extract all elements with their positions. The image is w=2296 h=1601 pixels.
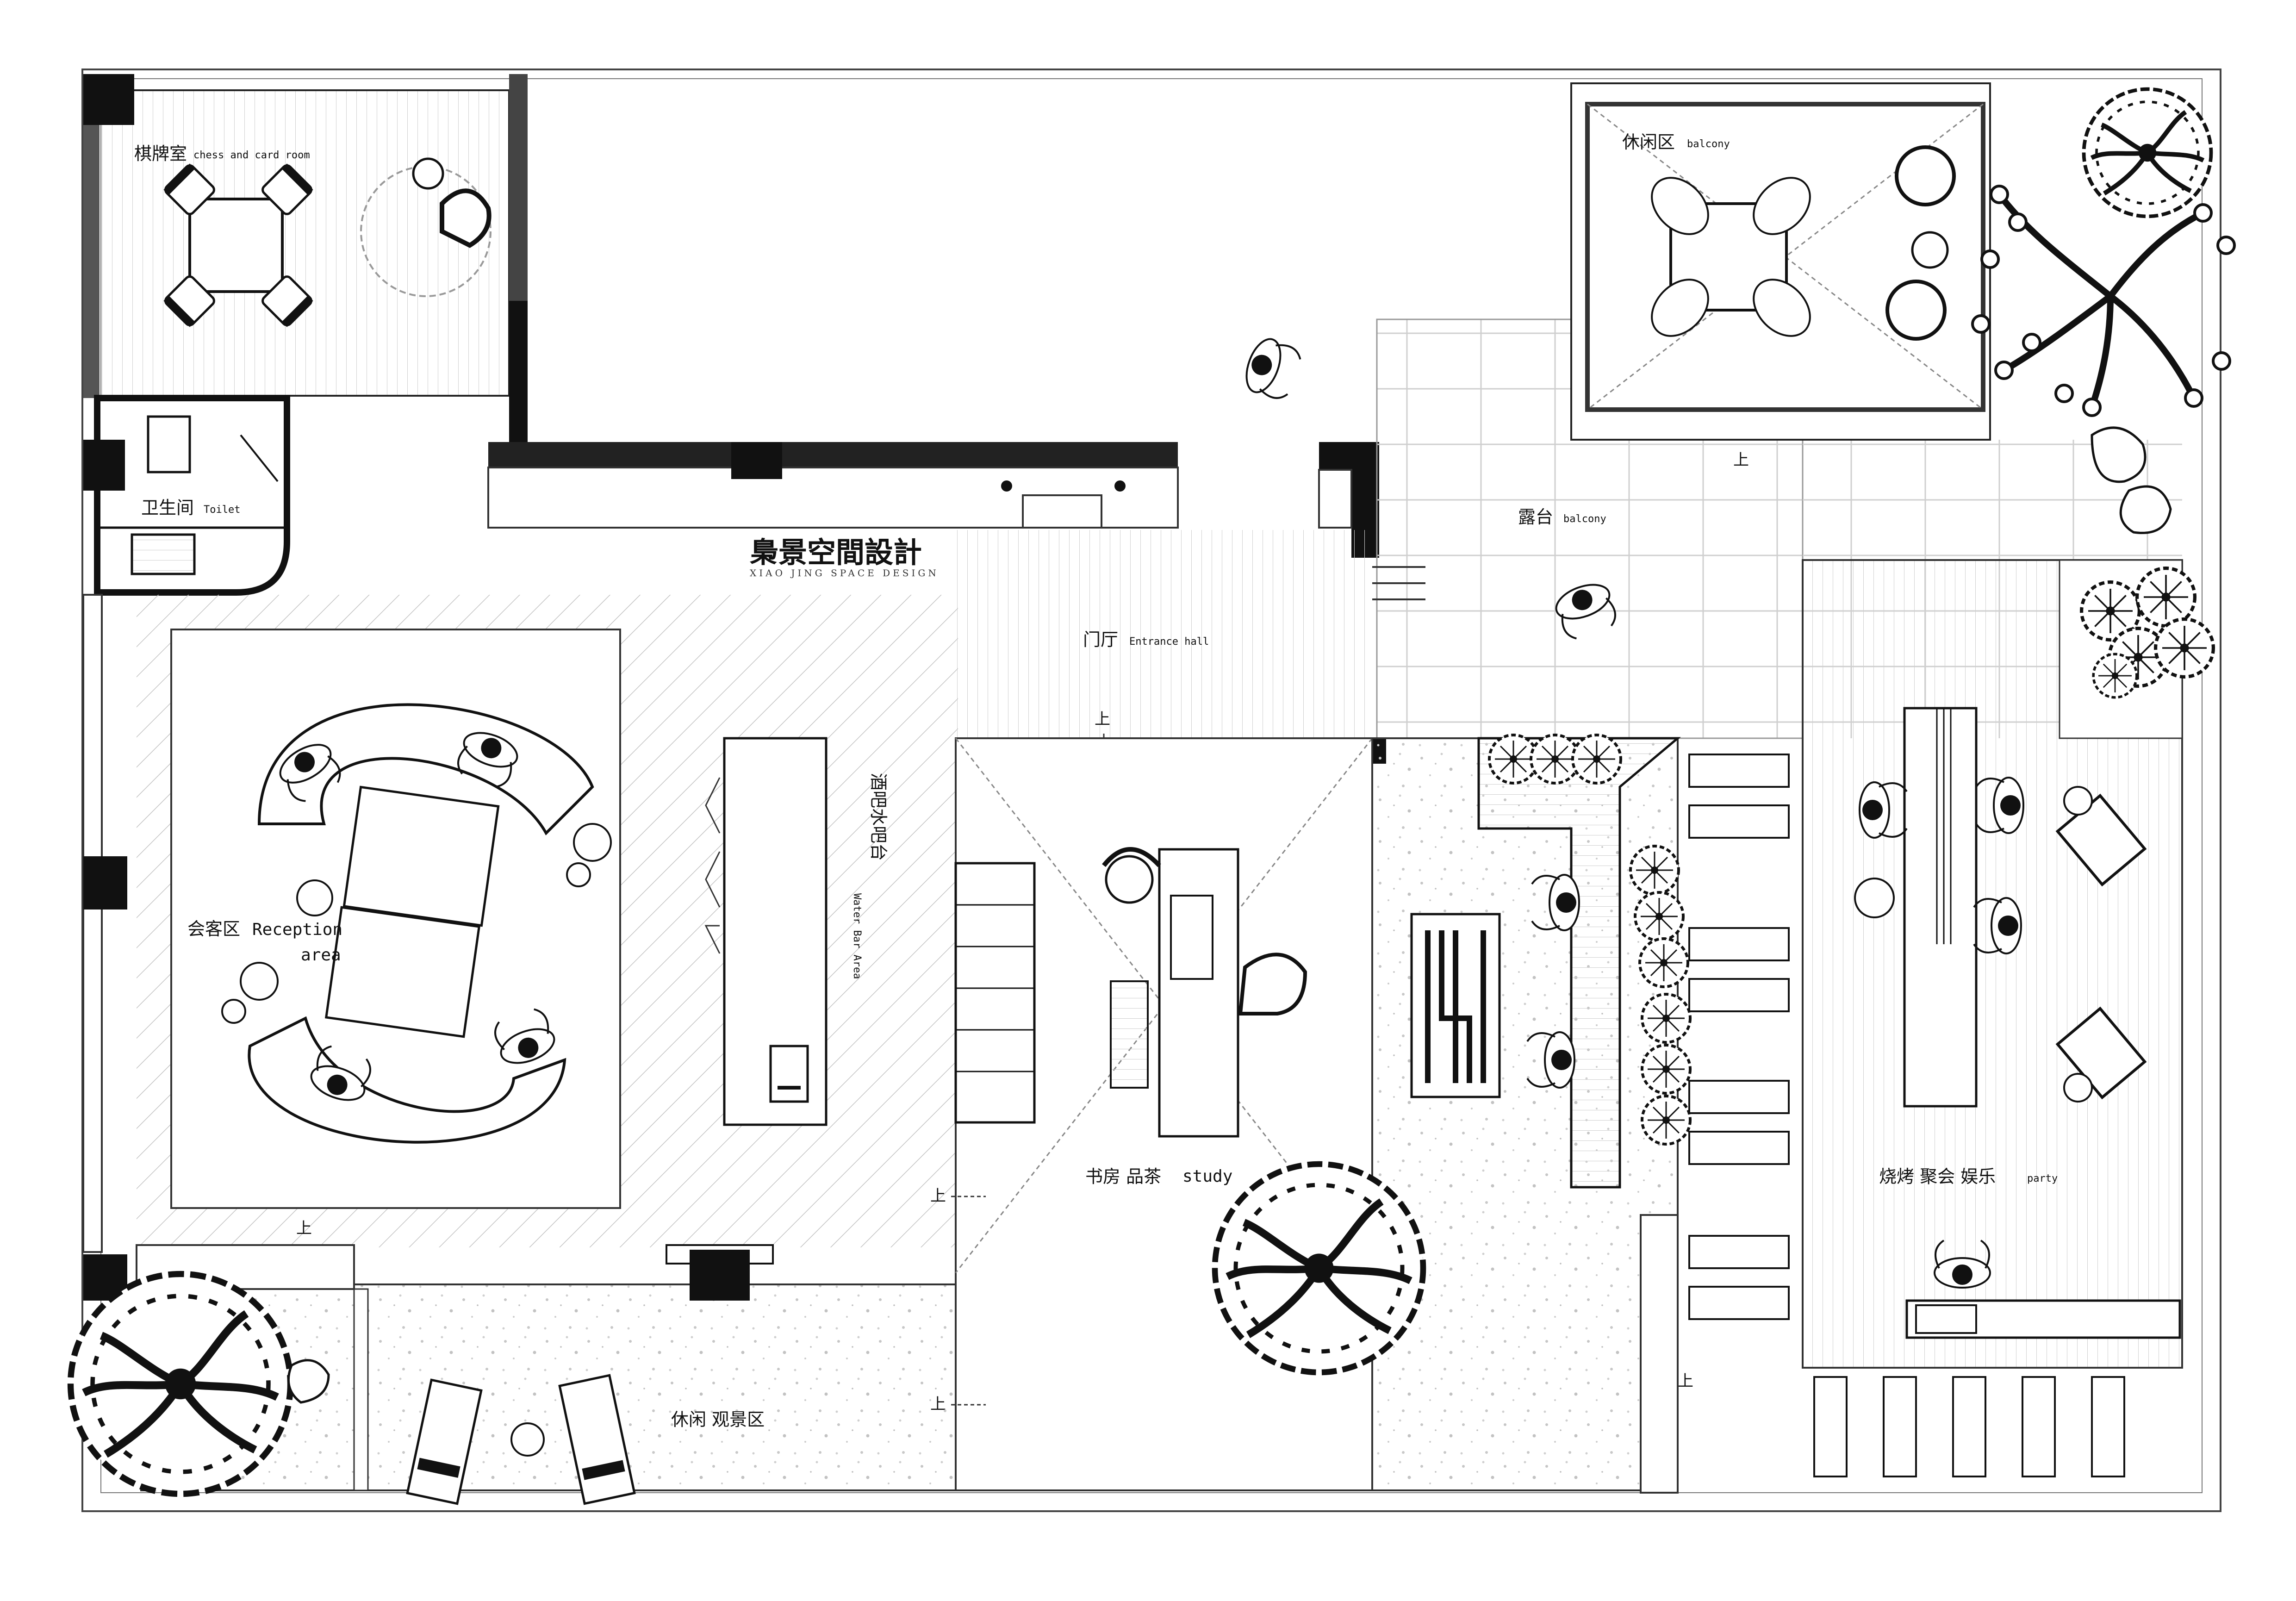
lounge-chair-round xyxy=(360,157,492,297)
stair-up-label-study-1: 上 xyxy=(930,1187,946,1205)
stair-up-label-viewing: 上 xyxy=(296,1219,312,1238)
courtyard: 上 xyxy=(1371,735,1693,1494)
entrance-label-en: Entrance hall xyxy=(1129,636,1209,648)
chess-room-label-en: chess and card room xyxy=(193,150,310,161)
party-label: 烧烤 聚会 娱乐 xyxy=(1879,1166,1996,1187)
stair-up-label-court: 上 xyxy=(1678,1372,1693,1390)
long-dining-table xyxy=(1903,707,1978,1108)
toilet-label: 卫生间 xyxy=(141,498,194,518)
study-label: 书房 品茶 xyxy=(1085,1166,1161,1187)
reception-label-en: Reception xyxy=(252,920,342,939)
study-desk xyxy=(1158,848,1239,1138)
chess-room-label: 棋牌室 xyxy=(134,143,187,164)
party-label-en: party xyxy=(2027,1173,2058,1184)
coffee-table-lower xyxy=(324,906,481,1038)
chess-room: 棋牌室 chess and card room xyxy=(83,74,528,444)
card-table xyxy=(163,163,313,327)
sofa-upper xyxy=(257,703,594,835)
reception-label: 会客区 xyxy=(187,919,240,939)
tree-center xyxy=(1215,1164,1423,1372)
tree-southwest xyxy=(70,1274,290,1494)
sofa-lower xyxy=(248,1016,566,1144)
leisure-label-en: balcony xyxy=(1687,138,1730,150)
shrub-cluster-right xyxy=(2082,568,2214,698)
reception-label-en2: area xyxy=(301,946,341,965)
flowering-tree xyxy=(1972,186,2234,416)
stepping-stones xyxy=(1688,754,2125,1477)
sun-lounger-left xyxy=(406,1378,483,1505)
l-bench xyxy=(1477,737,1681,1189)
garden-rocks xyxy=(287,426,2172,1404)
entrance-label: 门厅 xyxy=(1083,629,1118,650)
brand-english: XIAO JING SPACE DESIGN xyxy=(750,567,939,579)
bar-label-en: Water Bar Area xyxy=(851,893,863,979)
toilet-label-en: Toilet xyxy=(204,504,240,516)
viewing-label: 休闲 观景区 xyxy=(671,1409,765,1430)
brand-logo: 梟景空間設計 XIAO JING SPACE DESIGN xyxy=(749,536,939,579)
leisure-balcony: 休闲区 balcony xyxy=(1570,82,1991,441)
entrance-hall: 门厅 Entrance hall 上 xyxy=(956,530,1386,768)
tree-northeast xyxy=(2084,89,2211,217)
stair-up-label-entrance: 上 xyxy=(1095,710,1110,729)
brand-name: 梟景空間設計 xyxy=(749,536,922,569)
leisure-label: 休闲区 xyxy=(1622,132,1675,152)
bar-label: 酒吧水吧台 xyxy=(868,773,889,861)
toilet-room: 卫生间 Toilet xyxy=(83,395,290,596)
coffee-table-upper xyxy=(342,785,500,927)
bookshelf xyxy=(954,862,1036,1124)
person-entrance xyxy=(1239,333,1305,404)
water-bar: 酒吧水吧台 Water Bar Area xyxy=(704,737,889,1126)
north-wall xyxy=(487,442,1379,558)
study-label-en: study xyxy=(1182,1167,1232,1186)
terrace-label-en: balcony xyxy=(1563,513,1606,525)
reception-area: 会客区 Reception area xyxy=(82,594,958,1301)
stair-up-label-terrace: 上 xyxy=(1733,451,1749,469)
balcony-table xyxy=(1651,177,1811,337)
study-room: 书房 品茶 study 上 上 xyxy=(930,737,1373,1491)
terrace-label: 露台 xyxy=(1518,507,1553,527)
